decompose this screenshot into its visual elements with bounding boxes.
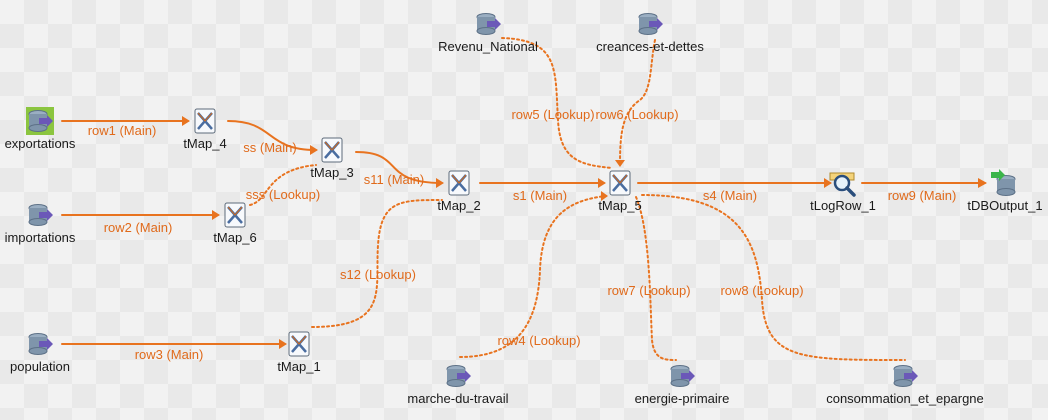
connection-label-row7[interactable]: row7 (Lookup) [607,283,691,298]
connection-row6[interactable] [619,39,656,165]
connection-label-row1[interactable]: row1 (Main) [87,123,157,138]
component-label: tMap_5 [598,198,642,213]
component-energie-primaire[interactable]: energie-primaire [635,365,729,406]
connection-label-s4[interactable]: s4 (Main) [702,188,758,203]
connection-label-row9[interactable]: row9 (Main) [887,188,957,203]
component-tlogrow-1[interactable]: tLogRow_1 [810,172,876,213]
component-exportations[interactable]: exportations [5,107,75,151]
tmap-icon [288,331,310,357]
component-label: tMap_4 [183,136,227,151]
connection-label-s12[interactable]: s12 (Lookup) [340,267,416,282]
connection-label-row5[interactable]: row5 (Lookup) [511,107,595,122]
component-label: consommation_et_epargne [826,391,984,406]
component-importations[interactable]: importations [5,204,75,245]
database-input-icon [638,13,663,35]
connection-label-row3[interactable]: row3 (Main) [134,347,204,362]
component-label: exportations [4,136,76,151]
component-tmap-2[interactable]: tMap_2 [437,170,481,213]
connection-s11[interactable] [355,151,443,184]
component-tmap-4[interactable]: tMap_4 [183,108,227,151]
database-input-icon [476,13,501,35]
component-tmap-6[interactable]: tMap_6 [213,202,257,245]
database-input-icon [26,107,54,135]
component-tmap-1[interactable]: tMap_1 [277,331,321,374]
component-label: tMap_2 [437,198,481,213]
database-input-icon [446,365,471,387]
database-input-icon [893,365,918,387]
component-label: tMap_3 [310,165,354,180]
component-label: energie-primaire [634,391,730,406]
database-input-icon [28,204,53,226]
database-output-icon [991,169,1016,196]
component-tmap-5[interactable]: tMap_5 [598,170,642,213]
component-marche-du-travail[interactable]: marche-du-travail [407,365,509,406]
component-label: marche-du-travail [407,391,509,406]
connection-ss[interactable] [227,120,317,151]
tmap-icon [321,137,343,163]
component-label: Revenu_National [438,39,538,54]
component-revenu-national[interactable]: Revenu_National [438,13,538,54]
connection-label-sss[interactable]: sss (Lookup) [245,187,321,202]
component-label: tMap_1 [277,359,321,374]
tmap-icon [194,108,216,134]
component-label: tMap_6 [213,230,257,245]
connection-row7[interactable] [635,196,677,361]
component-label: tDBOutput_1 [967,198,1043,213]
connection-row4[interactable] [459,195,607,358]
connection-s12[interactable] [311,199,443,328]
component-label: population [10,359,70,374]
connection-label-ss[interactable]: ss (Main) [243,140,297,155]
connection-sss[interactable] [249,164,317,206]
tlogrow-icon [829,172,856,197]
connection-label-row6[interactable]: row6 (Lookup) [595,107,679,122]
component-creances-et-dettes[interactable]: creances-et-dettes [596,13,704,54]
connection-label-row4[interactable]: row4 (Lookup) [497,333,581,348]
tmap-icon [609,170,631,196]
connection-row8[interactable] [641,194,906,361]
tmap-icon [448,170,470,196]
component-label: tLogRow_1 [810,198,876,213]
database-input-icon [670,365,695,387]
connection-label-s11[interactable]: s11 (Main) [363,172,425,187]
connection-label-s1[interactable]: s1 (Main) [512,188,568,203]
component-consommation-et-epargne[interactable]: consommation_et_epargne [826,365,984,406]
component-label: creances-et-dettes [596,39,704,54]
component-tdboutput-1[interactable]: tDBOutput_1 [967,169,1043,213]
component-population[interactable]: population [10,333,70,374]
database-input-icon [28,333,53,355]
component-label: importations [4,230,76,245]
tmap-icon [224,202,246,228]
connection-label-row8[interactable]: row8 (Lookup) [720,283,804,298]
connection-row5[interactable] [501,37,613,169]
connection-label-row2[interactable]: row2 (Main) [103,220,173,235]
component-tmap-3[interactable]: tMap_3 [310,137,354,180]
